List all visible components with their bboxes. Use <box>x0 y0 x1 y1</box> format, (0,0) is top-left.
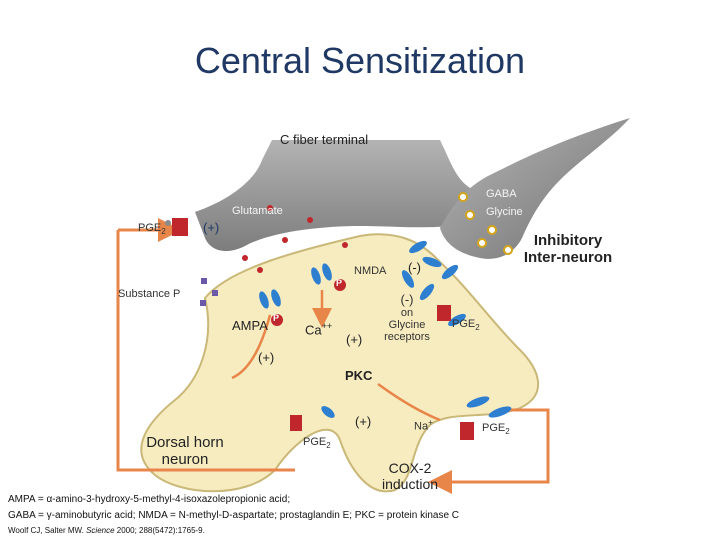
substance-p-label: Substance P <box>118 288 181 300</box>
p-badge-nmda-text: P <box>336 278 343 288</box>
inhibitory-interneuron <box>440 118 630 259</box>
c-fiber-terminal-label: C fiber terminal <box>280 132 369 147</box>
glutamate-label: Glutamate <box>232 205 283 217</box>
ampa-label: AMPA <box>232 318 268 333</box>
glycine-label: Glycine <box>486 206 523 218</box>
footer-abbreviations-1: AMPA = α-amino-3-hydroxy-5-methyl-4-isox… <box>8 494 291 505</box>
pge2-bottom-right-label: PGE2 <box>482 422 510 437</box>
sodium-label: Na+ <box>414 418 433 433</box>
footer-abbreviations-2: GABA = γ-aminobutyric acid; NMDA = N-met… <box>8 510 460 521</box>
gaba-label: GABA <box>486 188 517 200</box>
slide-title: Central Sensitization <box>194 40 526 81</box>
pkc-label: PKC <box>345 368 373 383</box>
glycine-receptor-inhibition-label: (-) on Glycine receptors <box>384 292 430 343</box>
pge2-bottom-label: PGE2 <box>303 436 331 451</box>
footer-citation: Woolf CJ, Salter MW. Science 2000; 288(5… <box>8 526 205 535</box>
pge2-left-label: PGE2 <box>138 222 166 237</box>
inhibitory-interneuron-label: Inhibitory Inter-neuron <box>523 232 613 266</box>
glutamate-vesicles <box>242 205 348 273</box>
minus-top-label: (-) <box>408 260 421 275</box>
p-badge-ampa-text: P <box>273 313 280 323</box>
receptor-channels <box>259 240 512 418</box>
pge2-receptors-neuron <box>290 305 474 440</box>
nmda-label: NMDA <box>354 265 387 277</box>
gaba-glycine-vesicles <box>458 192 513 255</box>
substance-p-receptors <box>200 278 218 306</box>
feedback-arrows <box>116 218 550 494</box>
pge2-right-label: PGE2 <box>452 318 480 333</box>
plus-mid-label: (+) <box>346 332 363 347</box>
c-fiber-terminal <box>195 140 484 252</box>
dorsal-horn-neuron-label: Dorsal horn neuron <box>146 434 224 468</box>
plus-left-label: (+) <box>203 220 220 235</box>
intracellular-arrows <box>231 290 441 422</box>
p-badge-nmda <box>334 279 346 291</box>
p-badge-ampa <box>271 314 283 326</box>
cox2-induction-label: COX-2 induction <box>381 460 439 492</box>
plus-ampa-label: (+) <box>258 350 275 365</box>
plus-pkc-label: (+) <box>355 414 372 429</box>
pge2-receptor-left <box>165 218 188 236</box>
calcium-label: Ca++ <box>305 321 333 338</box>
